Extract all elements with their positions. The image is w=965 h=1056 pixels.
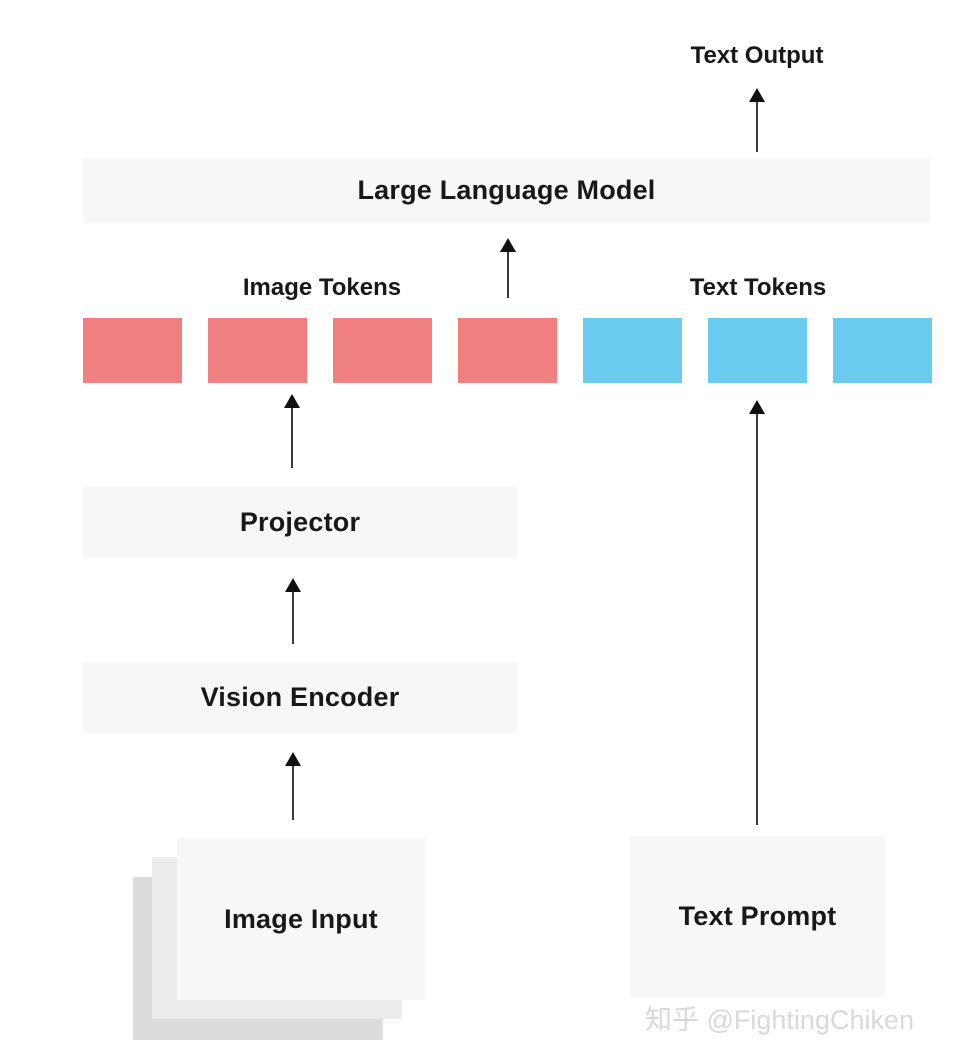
arrow-tokens-to-llm <box>500 238 516 298</box>
image-token <box>208 318 307 383</box>
large-language-model-label: Large Language Model <box>357 175 656 205</box>
arrow-llm-to-output <box>749 88 765 152</box>
arrow-head-icon <box>285 752 301 766</box>
image-token <box>83 318 182 383</box>
text-prompt-label: Text Prompt <box>678 901 837 931</box>
token-row <box>83 318 932 383</box>
image-token <box>333 318 432 383</box>
text-token <box>708 318 807 383</box>
arrow-line <box>292 592 294 644</box>
vision-encoder-label: Vision Encoder <box>200 682 400 712</box>
projector-label: Projector <box>239 507 361 537</box>
arrow-head-icon <box>284 394 300 408</box>
text-token <box>833 318 932 383</box>
watermark-text: 知乎 @FightingChiken <box>645 1005 915 1035</box>
arrow-head-icon <box>285 578 301 592</box>
text-prompt-box: Text Prompt <box>630 836 885 997</box>
text-output-label: Text Output <box>690 42 824 69</box>
image-token <box>458 318 557 383</box>
arrow-line <box>507 252 509 298</box>
arrow-encoder-to-projector <box>285 578 301 644</box>
image-input-box: Image Input <box>177 838 425 1000</box>
image-tokens-label: Image Tokens <box>242 274 402 301</box>
arrow-line <box>292 766 294 820</box>
image-input-label: Image Input <box>224 903 378 934</box>
arrow-prompt-to-tokens <box>749 400 765 825</box>
arrow-line <box>756 414 758 825</box>
large-language-model-box: Large Language Model <box>83 158 930 223</box>
vision-encoder-box: Vision Encoder <box>83 662 517 733</box>
arrow-head-icon <box>749 88 765 102</box>
arrow-line <box>291 408 293 468</box>
arrow-image-to-encoder <box>285 752 301 820</box>
projector-box: Projector <box>83 487 517 558</box>
text-token <box>583 318 682 383</box>
arrow-head-icon <box>749 400 765 414</box>
arrow-line <box>756 102 758 152</box>
arrow-head-icon <box>500 238 516 252</box>
text-tokens-label: Text Tokens <box>689 274 827 301</box>
arrow-projector-to-tokens <box>284 394 300 468</box>
